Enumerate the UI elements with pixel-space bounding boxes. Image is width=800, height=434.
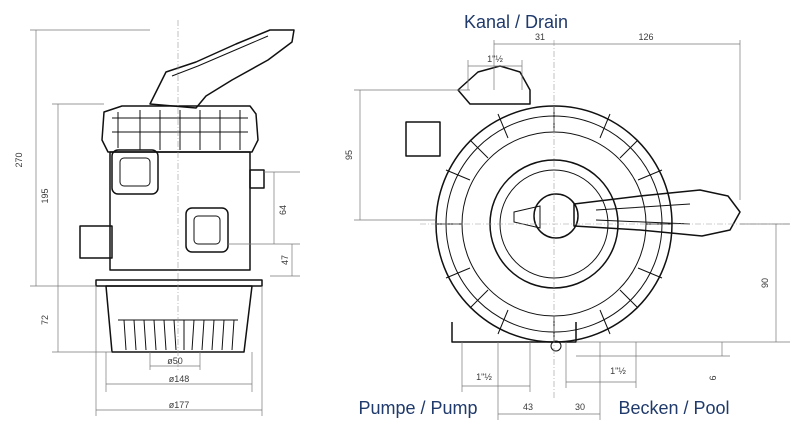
dim-dia-inner: ø50 [167, 356, 183, 366]
valve-cap [101, 105, 259, 153]
top-handle [573, 189, 741, 237]
dim-height-total: 270 [14, 152, 24, 167]
dim-handle-offset: 90 [760, 278, 770, 288]
dim-height-body: 195 [40, 188, 50, 203]
dim-drain-offset: 31 [535, 32, 545, 42]
side-port-lower [185, 207, 229, 253]
drain-port [457, 65, 531, 105]
dim-port-spacing: 64 [278, 205, 288, 215]
centre-hub [533, 193, 579, 239]
top-view: 31 126 1"½ 95 90 6 1"½ 1"½ 43 30 [344, 32, 790, 420]
side-port-upper [111, 149, 159, 195]
dim-thread-pump: 1"½ [476, 372, 492, 382]
dim-bottom-gap: 6 [708, 375, 718, 380]
side-view: 270 195 72 64 47 ø50 ø148 ø177 [14, 20, 300, 416]
dim-depth: 95 [344, 150, 354, 160]
dim-thread-drain: 1"½ [487, 54, 503, 64]
dim-height-base: 72 [40, 315, 50, 325]
dim-thread-pool: 1"½ [610, 366, 626, 376]
dim-drain-width: 126 [638, 32, 653, 42]
dim-pump-offset: 43 [523, 402, 533, 412]
dim-dia-total: ø177 [169, 400, 190, 410]
base-cage [105, 285, 253, 353]
dim-port-offset: 47 [280, 255, 290, 265]
dim-dia-base: ø148 [169, 374, 190, 384]
dim-pool-offset: 30 [575, 402, 585, 412]
base-flange [95, 279, 263, 287]
side-nut [249, 169, 265, 189]
label-pool: Becken / Pool [618, 398, 729, 418]
valve-body [109, 151, 251, 271]
valve-lever [149, 29, 295, 109]
left-port [405, 121, 441, 157]
label-pump: Pumpe / Pump [358, 398, 477, 418]
side-port-left [79, 225, 113, 259]
label-drain: Kanal / Drain [464, 12, 568, 32]
bottom-ports [451, 322, 577, 343]
